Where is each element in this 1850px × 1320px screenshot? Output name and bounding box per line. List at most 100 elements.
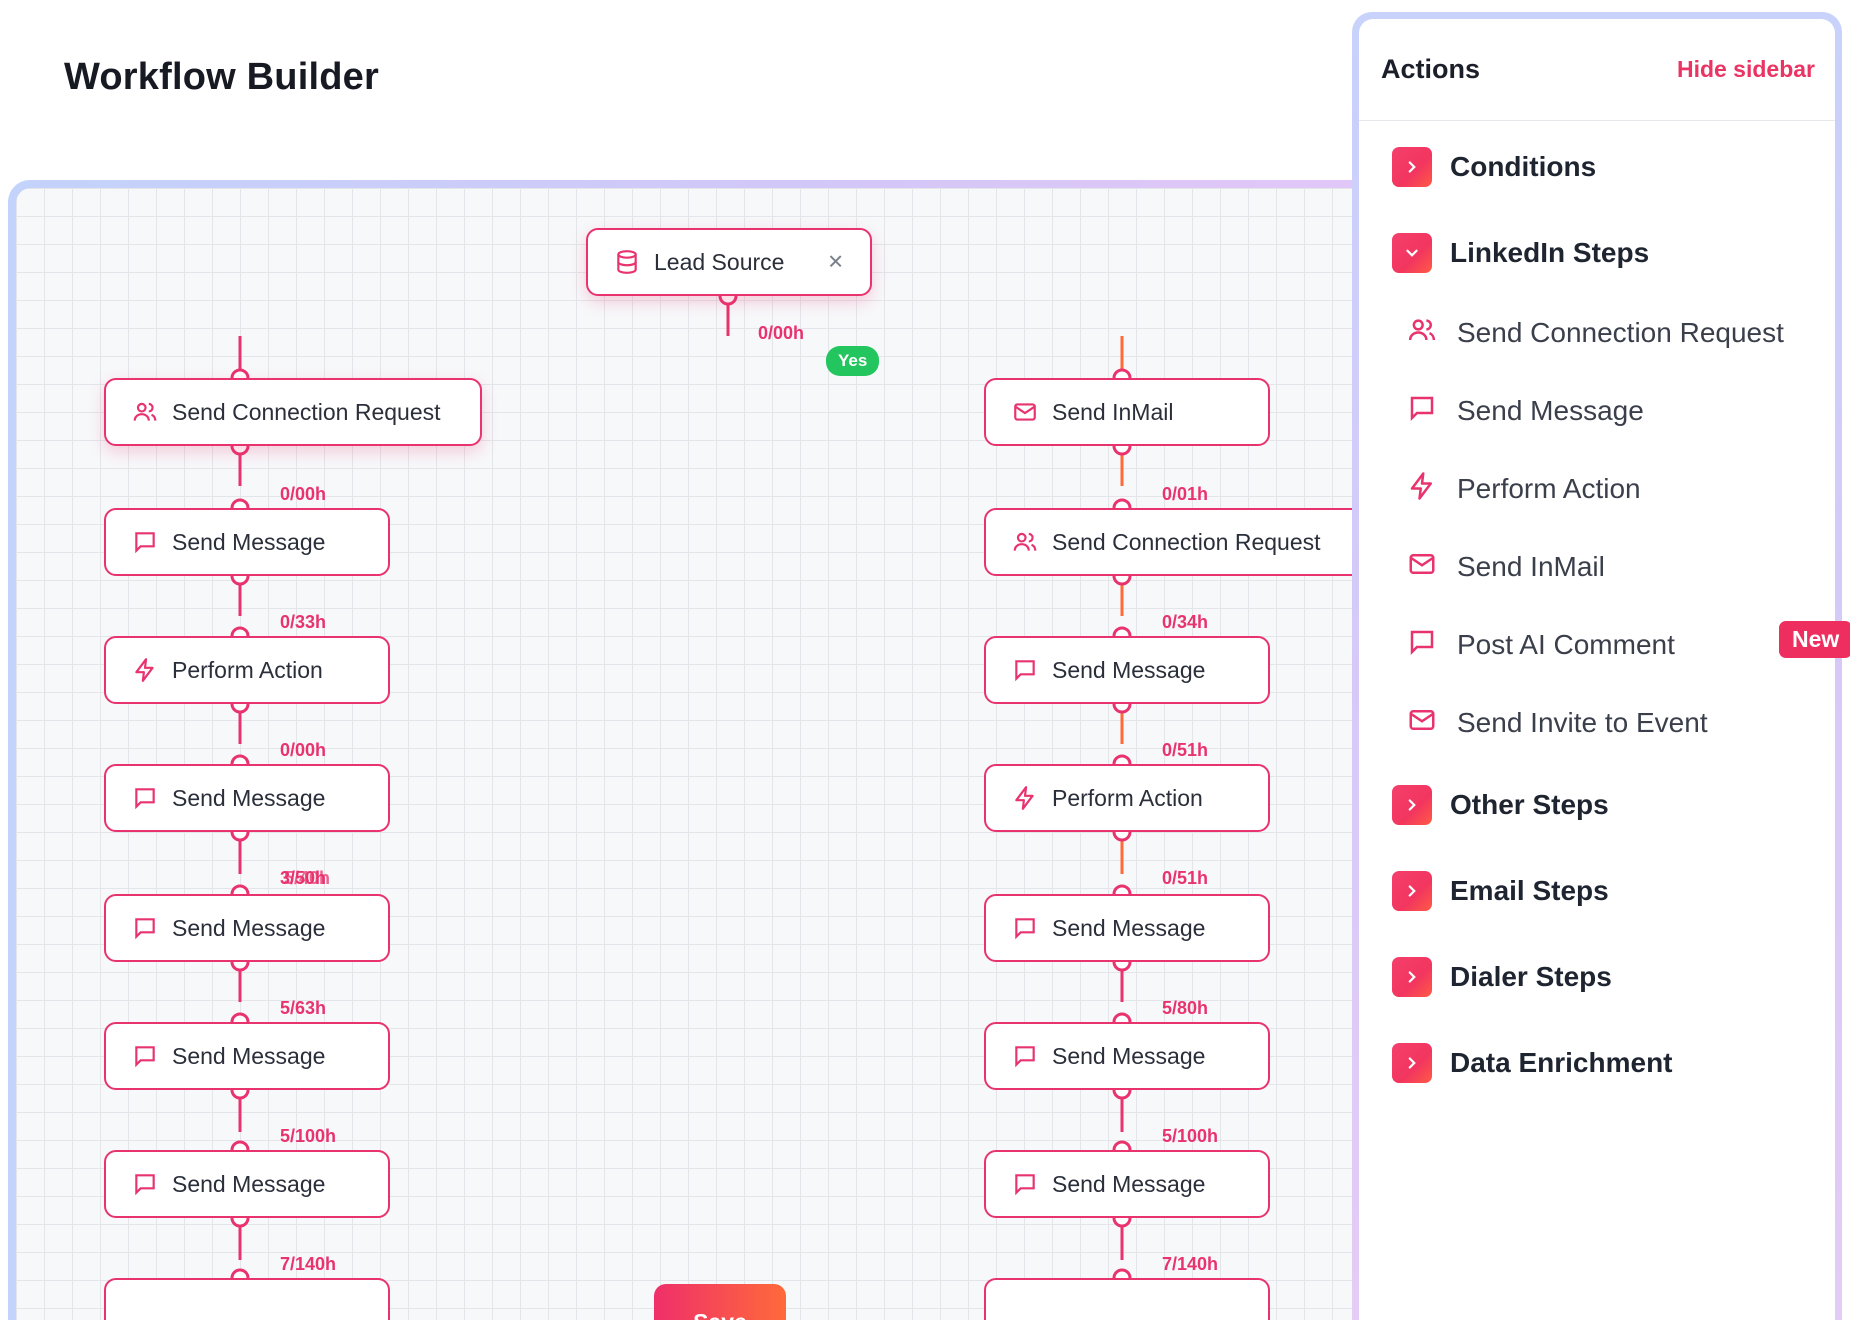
mail-icon: [1407, 705, 1437, 740]
section-conditions[interactable]: Conditions: [1392, 147, 1596, 187]
node-label: Send Message: [172, 784, 326, 811]
workflow-canvas-frame: Lead Source ✕ 0/00h Yes Send Connection …: [8, 180, 1408, 1320]
users-icon: [1012, 529, 1038, 555]
edge-label-left-4-overlap: 5/40h: [284, 868, 331, 888]
hide-sidebar-link[interactable]: Hide sidebar: [1676, 56, 1815, 82]
sidebar-item-send-inmail[interactable]: Send InMail: [1407, 549, 1605, 584]
edge-label-right-5: 5/80h: [1162, 998, 1209, 1018]
sidebar-item-label: Send Message: [1457, 394, 1644, 426]
edge-label-left-2: 0/33h: [280, 612, 327, 632]
message-icon: [1407, 393, 1437, 428]
database-icon: [614, 249, 640, 275]
message-icon: [132, 915, 158, 941]
chevron-down-icon: [1392, 233, 1432, 273]
lead-source-label: Lead Source: [654, 248, 785, 275]
edge-label-right-1: 0/01h: [1162, 484, 1209, 504]
sidebar-item-perform-action[interactable]: Perform Action: [1407, 471, 1641, 506]
save-button[interactable]: Save: [654, 1284, 786, 1320]
node-label: Send Message: [172, 1042, 326, 1069]
edge-label-right-4: 0/51h: [1162, 868, 1209, 888]
node-left-perform-action[interactable]: Perform Action: [104, 636, 390, 704]
node-right-send-message-1[interactable]: Send Message: [984, 636, 1270, 704]
node-label: Send Message: [1052, 656, 1206, 683]
section-label: Data Enrichment: [1450, 1047, 1673, 1078]
chevron-right-icon: [1392, 147, 1432, 187]
node-right-send-message-3[interactable]: Send Message: [984, 1022, 1270, 1090]
section-linkedin-steps[interactable]: LinkedIn Steps: [1392, 233, 1649, 273]
section-email-steps[interactable]: Email Steps: [1392, 871, 1609, 911]
sidebar-item-send-connection-request[interactable]: Send Connection Request: [1407, 315, 1784, 350]
edge-label-left-1: 0/00h: [280, 484, 327, 504]
node-left-send-message-2[interactable]: Send Message: [104, 764, 390, 832]
edge-label-left-5: 5/63h: [280, 998, 327, 1018]
section-label: Dialer Steps: [1450, 961, 1612, 992]
edge-label-left-4: 3/50h: [280, 868, 327, 888]
sidebar-item-send-invite-to-event[interactable]: Send Invite to Event: [1407, 705, 1708, 740]
sidebar-item-post-ai-comment[interactable]: Post AI Comment New: [1407, 621, 1850, 662]
sidebar-header: Actions Hide sidebar: [1359, 19, 1835, 121]
node-right-perform-action[interactable]: Perform Action: [984, 764, 1270, 832]
node-label: Send Message: [1052, 1170, 1206, 1197]
node-label: Send Message: [172, 914, 326, 941]
node-label: Send InMail: [1052, 398, 1174, 425]
message-icon: [1407, 627, 1437, 662]
section-data-enrichment[interactable]: Data Enrichment: [1392, 1043, 1673, 1083]
close-icon[interactable]: ✕: [827, 251, 844, 274]
node-label: Send Message: [172, 1170, 326, 1197]
message-icon: [1012, 915, 1038, 941]
edge-label-right-2: 0/34h: [1162, 612, 1209, 632]
node-left-send-connection-request[interactable]: Send Connection Request: [104, 378, 482, 446]
edge-label-root: 0/00h: [758, 323, 805, 343]
node-label: Send Connection Request: [172, 398, 441, 425]
section-label: Conditions: [1450, 151, 1597, 182]
chevron-right-icon: [1392, 1043, 1432, 1083]
chevron-right-icon: [1392, 785, 1432, 825]
sidebar-item-send-message[interactable]: Send Message: [1407, 393, 1644, 428]
lead-source-node[interactable]: Lead Source ✕: [586, 228, 872, 296]
node-label: Send Message: [1052, 1042, 1206, 1069]
sidebar-item-label: Send Connection Request: [1457, 316, 1784, 348]
sidebar-item-label: Send InMail: [1457, 550, 1605, 582]
section-label: Other Steps: [1450, 789, 1609, 820]
node-left-send-message-3[interactable]: Send Message: [104, 894, 390, 962]
section-label: Email Steps: [1450, 875, 1609, 906]
node-left-send-message-5[interactable]: Send Message: [104, 1150, 390, 1218]
mail-icon: [1407, 549, 1437, 584]
edge-label-left-6: 5/100h: [280, 1126, 337, 1146]
actions-sidebar: Actions Hide sidebar Conditions LinkedIn…: [1352, 12, 1850, 1320]
message-icon: [132, 1043, 158, 1069]
section-dialer-steps[interactable]: Dialer Steps: [1392, 957, 1612, 997]
new-badge: New: [1779, 621, 1850, 658]
users-icon: [1407, 315, 1437, 350]
lightning-icon: [1012, 785, 1038, 811]
sidebar-item-label: Send Invite to Event: [1457, 706, 1708, 738]
sidebar-item-label: Post AI Comment: [1457, 628, 1675, 660]
node-right-send-connection-request[interactable]: Send Connection Request: [984, 508, 1364, 576]
chevron-right-icon: [1392, 871, 1432, 911]
edge-label-left-7: 7/140h: [280, 1254, 337, 1274]
edge-label-right-3: 0/51h: [1162, 740, 1209, 760]
message-icon: [132, 529, 158, 555]
lightning-icon: [1407, 471, 1437, 506]
node-right-send-message-4[interactable]: Send Message: [984, 1150, 1270, 1218]
node-left-send-message-1[interactable]: Send Message: [104, 508, 390, 576]
chevron-right-icon: [1392, 957, 1432, 997]
node-label: Perform Action: [172, 656, 323, 683]
edge-label-left-3: 0/00h: [280, 740, 327, 760]
yes-branch-pill: Yes: [826, 346, 880, 376]
node-right-send-inmail[interactable]: Send InMail: [984, 378, 1270, 446]
message-icon: [132, 785, 158, 811]
section-other-steps[interactable]: Other Steps: [1392, 785, 1609, 825]
node-left-partial[interactable]: [104, 1278, 390, 1320]
node-label: Perform Action: [1052, 784, 1203, 811]
workflow-canvas[interactable]: Lead Source ✕ 0/00h Yes Send Connection …: [16, 188, 1400, 1320]
message-icon: [1012, 1171, 1038, 1197]
node-right-send-message-2[interactable]: Send Message: [984, 894, 1270, 962]
node-label: Send Message: [172, 528, 326, 555]
users-icon: [132, 399, 158, 425]
message-icon: [1012, 657, 1038, 683]
node-right-partial[interactable]: [984, 1278, 1270, 1320]
message-icon: [132, 1171, 158, 1197]
section-label: LinkedIn Steps: [1450, 237, 1650, 268]
node-left-send-message-4[interactable]: Send Message: [104, 1022, 390, 1090]
